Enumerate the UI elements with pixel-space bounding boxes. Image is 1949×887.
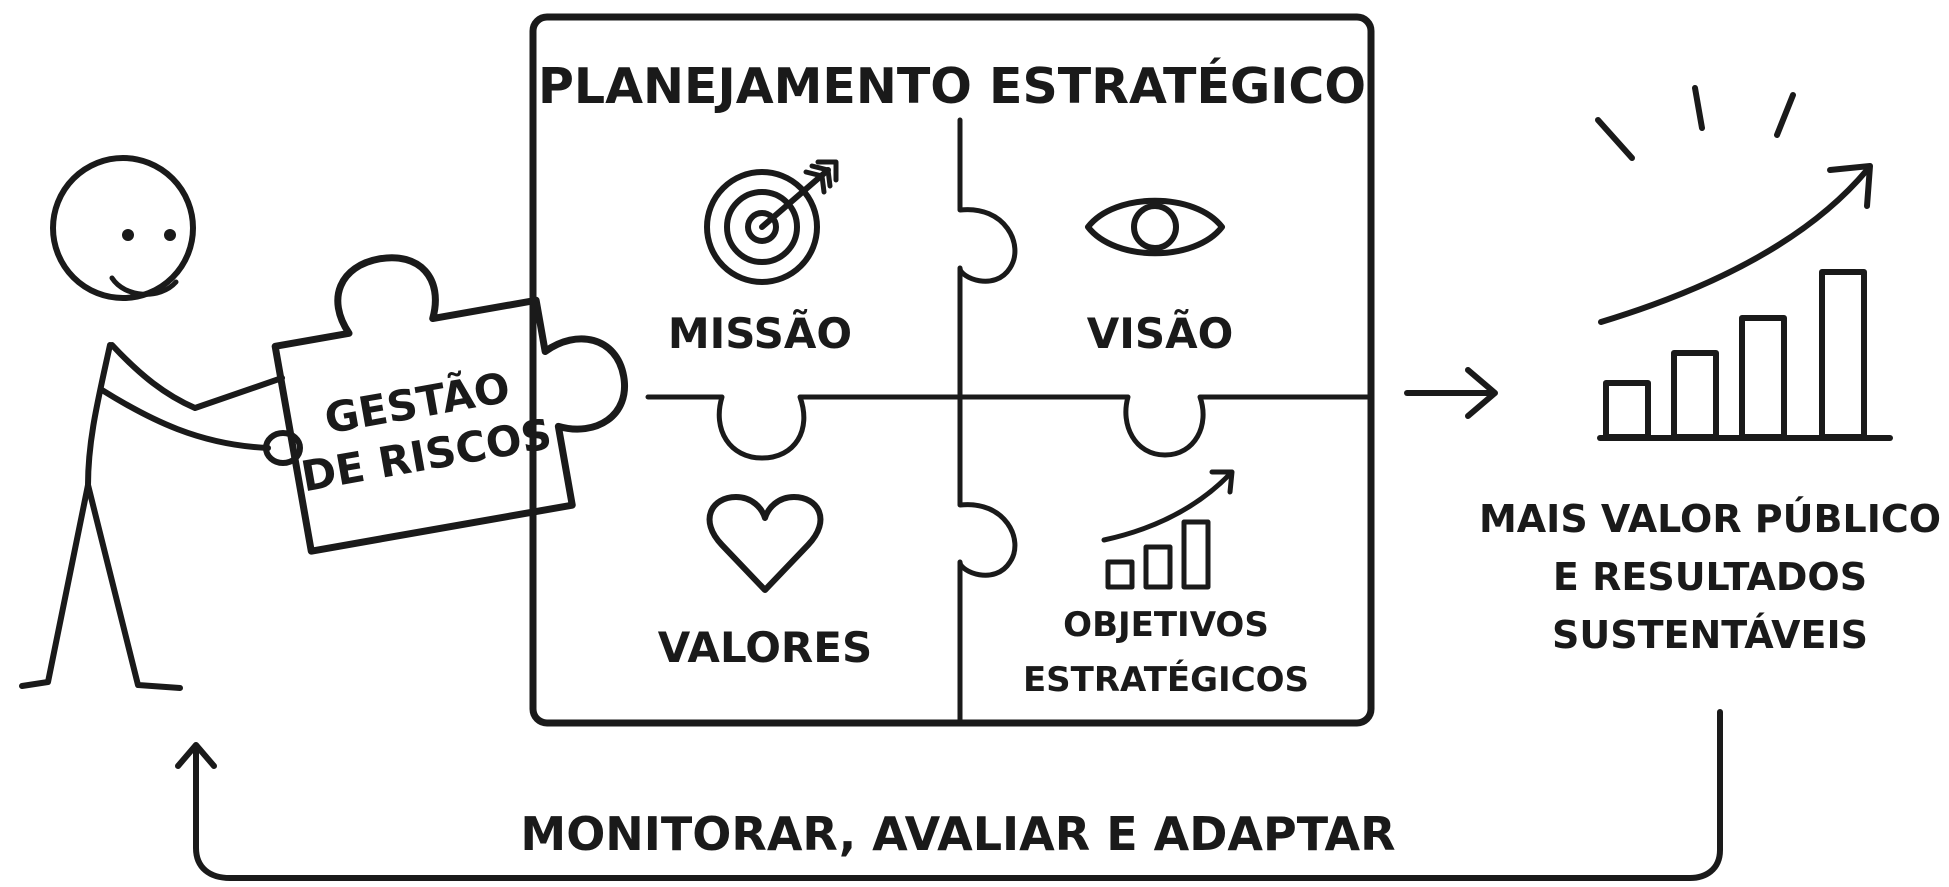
heart-icon bbox=[706, 494, 824, 593]
outcome-bar-2 bbox=[1671, 350, 1719, 440]
figure-eye-right bbox=[164, 229, 176, 241]
outcome-bar-4 bbox=[1819, 269, 1867, 440]
figure-hand bbox=[263, 430, 303, 466]
trend-arrow-head bbox=[1827, 163, 1873, 209]
figure-eye-left bbox=[122, 229, 134, 241]
quadrant-objetivos: OBJETIVOS ESTRATÉGICOS bbox=[1023, 469, 1309, 700]
eye-icon bbox=[1085, 197, 1225, 257]
stick-figure bbox=[19, 155, 303, 691]
valores-label: VALORES bbox=[658, 623, 872, 672]
figure-body bbox=[85, 342, 113, 488]
figure-arm-front bbox=[99, 387, 271, 451]
trend-arrow-line bbox=[1598, 167, 1870, 325]
spark-line-right bbox=[1774, 92, 1796, 138]
objetivos-label-line2: ESTRATÉGICOS bbox=[1023, 659, 1309, 700]
objetivos-label-line1: OBJETIVOS bbox=[1063, 605, 1269, 645]
feedback-loop-arrow bbox=[175, 709, 1723, 881]
figure-leg-right bbox=[85, 482, 183, 691]
feedback-arrow-head-icon bbox=[175, 742, 217, 769]
figure-head bbox=[50, 155, 196, 301]
figure-arm-back bbox=[109, 342, 285, 411]
growth-chart-icon bbox=[1101, 469, 1235, 590]
outcome-line1: MAIS VALOR PÚBLICO bbox=[1479, 497, 1941, 541]
missao-label: MISSÃO bbox=[668, 308, 852, 358]
outcome-label: MAIS VALOR PÚBLICO E RESULTADOS SUSTENTÁ… bbox=[1479, 497, 1941, 657]
quadrant-visao: VISÃO bbox=[1085, 197, 1234, 358]
planning-frame: PLANEJAMENTO ESTRATÉGICO bbox=[529, 13, 1375, 727]
arrow-to-outcome-icon bbox=[1404, 367, 1498, 419]
outcome-bar-3 bbox=[1739, 315, 1787, 440]
visao-label: VISÃO bbox=[1087, 308, 1234, 358]
target-arrow-icon bbox=[704, 159, 839, 285]
planning-title: PLANEJAMENTO ESTRATÉGICO bbox=[538, 56, 1366, 115]
risk-puzzle-piece: GESTÃO DE RISCOS bbox=[271, 254, 629, 555]
quadrant-missao: MISSÃO bbox=[668, 159, 852, 358]
feedback-loop-line bbox=[193, 709, 1723, 881]
planning-frame-border bbox=[529, 13, 1375, 727]
rising-bar-chart-icon bbox=[1595, 85, 1893, 441]
spark-line-center bbox=[1692, 85, 1705, 131]
outcome-line2: E RESULTADOS bbox=[1553, 555, 1867, 599]
figure-leg-left bbox=[19, 482, 91, 689]
spark-line-left bbox=[1595, 117, 1635, 161]
risk-piece-shape bbox=[271, 254, 629, 555]
outcome-bar-1 bbox=[1603, 380, 1651, 440]
figure-smile bbox=[109, 275, 179, 297]
quadrant-valores: VALORES bbox=[658, 494, 872, 672]
puzzle-seam-vertical bbox=[957, 117, 1018, 726]
puzzle-seam-horizontal bbox=[645, 394, 1374, 461]
feedback-label: MONITORAR, AVALIAR E ADAPTAR bbox=[520, 807, 1395, 861]
outcome-line3: SUSTENTÁVEIS bbox=[1552, 613, 1868, 657]
